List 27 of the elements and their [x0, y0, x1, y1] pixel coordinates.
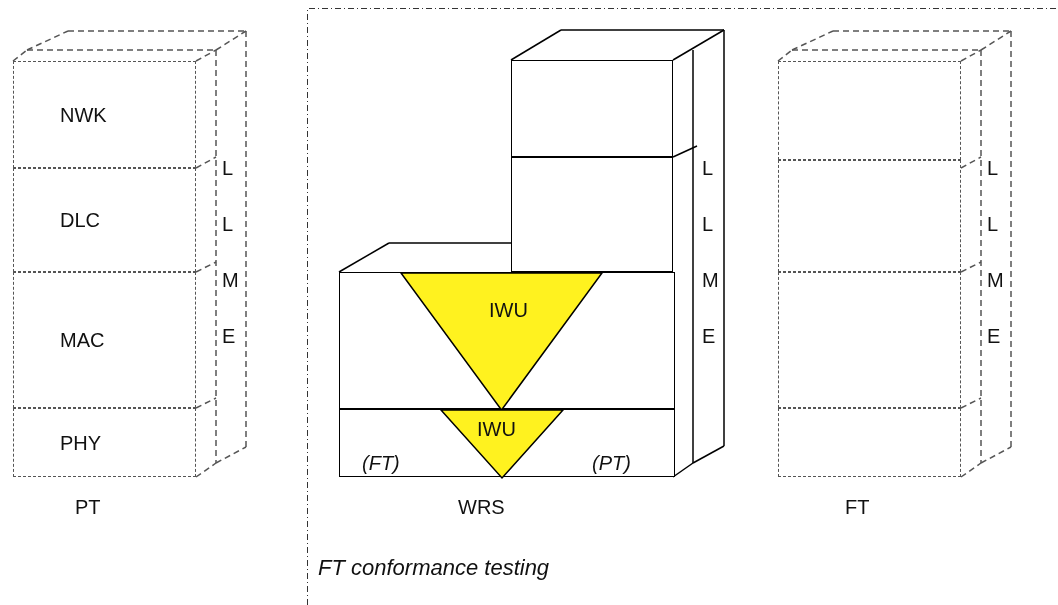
- column-label: L L M E: [702, 156, 718, 349]
- layer-label: NWK: [60, 103, 107, 127]
- triangle-label: IWU: [489, 299, 528, 322]
- stack-name: FT: [845, 496, 870, 519]
- layer-box: [339, 409, 675, 477]
- stack-name: PT: [75, 496, 101, 519]
- layer-box: [778, 61, 961, 160]
- layer-label: MAC: [60, 329, 105, 352]
- layer-box: [778, 160, 961, 272]
- layer-box: [13, 408, 196, 477]
- layer-box: [778, 408, 961, 477]
- layer-box: [339, 272, 675, 409]
- layer-label: DLC: [60, 209, 100, 232]
- layer-box: [511, 60, 673, 157]
- layer-label: (FT): [362, 452, 400, 475]
- layer-box: [511, 157, 673, 272]
- column-label: L L M E: [987, 156, 1003, 349]
- layer-box: [13, 168, 196, 272]
- stack-name: WRS: [458, 496, 505, 519]
- layer-box: [13, 61, 196, 168]
- region-caption: FT conformance testing: [318, 555, 550, 581]
- layer-label: (PT): [592, 452, 631, 475]
- layer-box: [778, 272, 961, 408]
- triangle-label: IWU: [477, 418, 516, 441]
- column-label: L L M E: [222, 156, 238, 349]
- layer-label: PHY: [60, 431, 102, 455]
- layer-box: [13, 272, 196, 408]
